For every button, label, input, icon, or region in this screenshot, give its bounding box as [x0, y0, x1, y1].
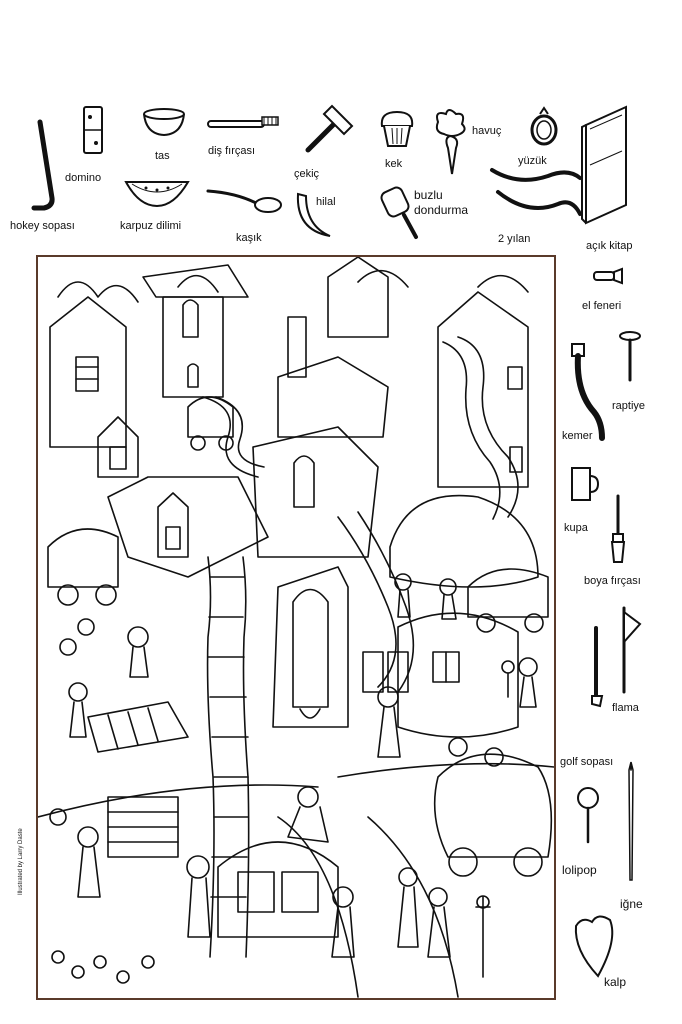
item-label-kalp: kalp	[604, 975, 627, 989]
carrot-icon	[435, 109, 466, 175]
item-label-kek: kek	[385, 158, 403, 170]
item-label-havuc: havuç	[472, 125, 502, 137]
watermelon-slice-icon	[124, 181, 190, 208]
domino-icon	[83, 106, 103, 154]
heart-icon	[574, 915, 614, 978]
item-label-domino: domino	[65, 172, 102, 184]
item-label-tas: tas	[155, 150, 170, 162]
item-label-hokey-sopasi: hokey sopası	[10, 220, 75, 232]
mug-icon	[571, 467, 600, 501]
item-label-kemer: kemer	[562, 430, 593, 442]
paintbrush-icon	[610, 494, 626, 563]
item-label-kasik: kaşık	[236, 232, 262, 244]
item-label-dis-fircasi: diş fırçası	[208, 145, 256, 157]
item-label-golf-sopasi: golf sopası	[560, 756, 614, 768]
pennant-flag-icon	[622, 606, 642, 694]
ring-icon	[530, 106, 558, 146]
item-label-lolipop: lolipop	[562, 863, 597, 877]
item-label-boya-fircasi: boya fırçası	[584, 575, 641, 587]
belt-icon	[571, 343, 605, 441]
snakes-icon	[490, 168, 582, 216]
item-label-yuzuk: yüzük	[518, 155, 547, 167]
scene-illustration	[37, 256, 555, 998]
bowl-icon	[143, 108, 185, 137]
toothbrush-icon	[207, 116, 279, 128]
item-label-kupa: kupa	[564, 522, 588, 534]
open-book-icon	[581, 105, 627, 225]
cupcake-icon	[380, 110, 414, 147]
item-label-acik-kitap: açık kitap	[586, 240, 633, 252]
item-label-cekic: çekiç	[294, 168, 320, 180]
lollipop-icon	[577, 787, 599, 844]
item-label-raptiye: raptiye	[612, 400, 646, 412]
item-label-el-feneri: el feneri	[582, 300, 622, 312]
crescent-moon-icon	[296, 192, 331, 237]
hammer-icon	[305, 104, 354, 153]
illustrator-credit: Illustrated by Larry Daste	[18, 828, 24, 895]
item-label-2-yilan: 2 yılan	[498, 233, 531, 245]
needle-icon	[628, 761, 634, 881]
pushpin-icon	[619, 331, 641, 382]
hockey-stick-icon	[31, 119, 55, 211]
item-label-flama: flama	[612, 702, 639, 714]
item-label-hilal: hilal	[316, 196, 336, 208]
item-label-igne: iğne	[620, 897, 643, 911]
popsicle-icon	[380, 186, 418, 239]
spoon-icon	[206, 189, 282, 213]
golf-club-icon	[591, 626, 604, 708]
hidden-picture-scene[interactable]	[36, 255, 556, 1000]
flashlight-icon	[593, 267, 623, 285]
item-label-karpuz-dilimi: karpuz dilimi	[120, 220, 182, 232]
